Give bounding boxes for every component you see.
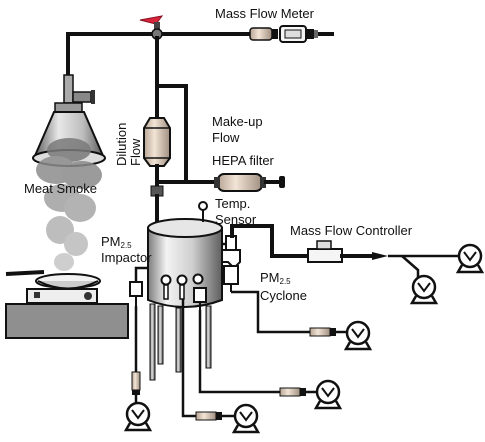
temp-sensor-label-2: Sensor [215,212,257,227]
hepa-filter-label: HEPA filter [212,153,275,168]
mfc-flow-arrow [372,252,388,260]
mfc-inlet-pipe [230,224,310,258]
dilution-filter [143,117,171,167]
inline-filter-impactor [131,371,141,395]
chamber-tubes [149,303,212,381]
hot-plate-icon [26,288,98,304]
dilution-flow-label-1: Dilution [114,123,129,166]
inline-filter-cyclone [309,327,336,337]
hepa-filter [214,173,266,192]
mass-flow-controller-label: Mass Flow Controller [290,223,413,238]
pump-icon [313,379,343,410]
pm-cyclone-word: Cyclone [260,288,307,303]
mfc-to-pump-lower [401,255,420,278]
inline-filter-a [279,387,306,397]
cooking-pan [5,270,101,290]
pm-cyclone-label: PM2.5 [260,270,291,286]
pump-icon [123,401,153,432]
mass-flow-controller [307,240,343,263]
temp-sensor [198,201,208,222]
makeup-flow-label-2: Flow [212,130,240,145]
pump-icon [455,243,485,274]
makeup-flow-label-1: Make-up [212,114,263,129]
mass-flow-meter-label: Mass Flow Meter [215,6,315,21]
cyclone-line [231,290,310,334]
meat-smoke-label: Meat Smoke [24,181,97,196]
temp-sensor-label-1: Temp. [215,196,250,211]
chamber-ports [160,273,207,310]
pm25-impactor [129,266,148,306]
smoke-cloud [36,138,102,271]
pm-impactor-word: Impactor [101,250,152,265]
hepa-outlet-fitting [279,176,285,188]
pm25-cyclone [221,235,241,292]
port-line-a [198,310,280,394]
pump-icon [231,403,261,434]
mass-flow-meter [249,25,318,43]
pump-icon [409,274,439,305]
makeup-pipe-vertical [155,84,188,184]
dilution-flow-label-2: Flow [128,138,143,166]
dilution-chamber [147,218,223,308]
inline-filter-b [195,411,222,421]
counter-platform [5,303,129,339]
pump-icon [343,320,373,351]
top-pipe [66,32,334,77]
pm-impactor-label: PM2.5 [101,234,132,250]
port-line-b [181,299,196,418]
